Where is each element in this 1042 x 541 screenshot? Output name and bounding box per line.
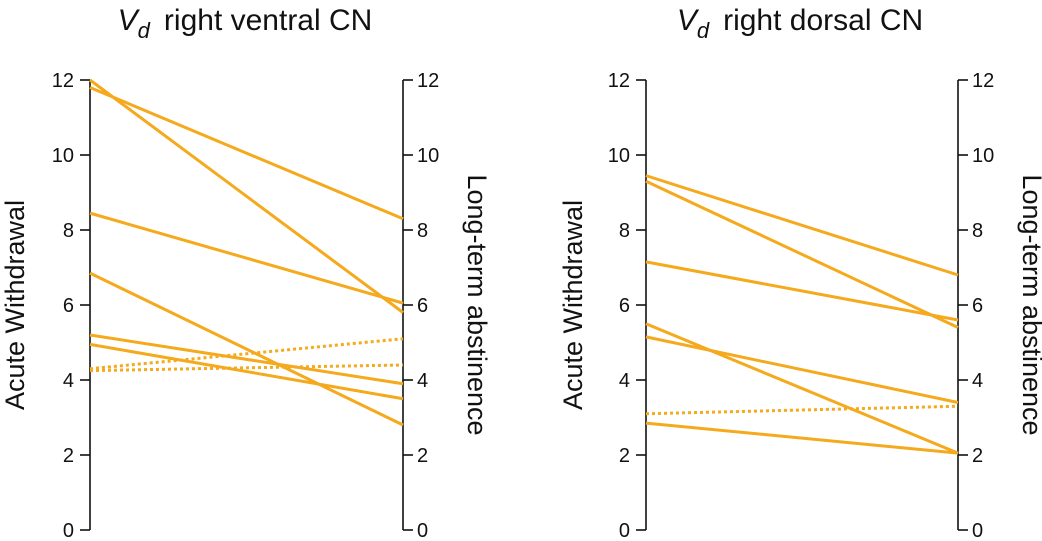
panel-ventral-series-line-4 [89, 271, 404, 427]
left-tick-label: 10 [52, 145, 74, 167]
panel-dorsal-series-line-7 [645, 404, 959, 416]
right-tick-label: 0 [972, 520, 983, 541]
left-tick-label: 10 [608, 145, 630, 167]
left-tick-label: 4 [619, 370, 630, 392]
left-tick-label: 8 [619, 220, 630, 242]
left-tick-label: 2 [619, 445, 630, 467]
panel-dorsal-title-text: right dorsal CN [723, 4, 923, 37]
panel-dorsal-series-line-4 [645, 322, 959, 455]
left-tick-label: 6 [619, 295, 630, 317]
panel-dorsal-series-line-5 [645, 335, 959, 404]
panel-ventral-title-text: right ventral CN [164, 4, 372, 37]
panel-dorsal-left-axis-label: Acute Withdrawal [558, 200, 588, 410]
right-tick-label: 10 [972, 145, 994, 167]
panel-ventral-title-subscript: d [138, 18, 151, 43]
panel-ventral-left-axis-label: Acute Withdrawal [0, 200, 30, 410]
panel-dorsal-title-subscript: d [697, 18, 710, 43]
panel-ventral-series-line-7 [89, 337, 404, 371]
right-tick-label: 10 [417, 145, 439, 167]
panel-ventral-series-line-3 [89, 211, 404, 305]
right-tick-label: 8 [417, 220, 428, 242]
panel-dorsal-series-line-2 [645, 179, 959, 329]
panel-ventral-series-line-5 [89, 333, 404, 386]
panel-ventral-series-line-1 [89, 78, 404, 314]
right-tick-label: 6 [972, 295, 983, 317]
right-tick-label: 2 [417, 445, 428, 467]
left-tick-label: 0 [63, 520, 74, 541]
left-tick-label: 4 [63, 370, 74, 392]
panel-dorsal-title-symbol: V [677, 4, 700, 37]
right-tick-label: 6 [417, 295, 428, 317]
right-tick-label: 0 [417, 520, 428, 541]
panel-ventral-title-symbol: V [118, 4, 141, 37]
panel-dorsal-lines [645, 174, 959, 455]
panel-ventral-series-line-2 [89, 86, 404, 221]
right-tick-label: 12 [417, 70, 439, 92]
panel-dorsal-right-axis-label: Long-term abstinence [1017, 174, 1042, 435]
right-tick-label: 4 [972, 370, 983, 392]
panel-dorsal-series-line-6 [645, 421, 959, 455]
panel-dorsal-axes: 0 0 2 2 4 4 6 6 8 8 10 10 12 12 [608, 70, 995, 541]
right-tick-label: 2 [972, 445, 983, 467]
panel-ventral-title: Vd right ventral CN [118, 4, 373, 43]
left-tick-label: 6 [63, 295, 74, 317]
right-tick-label: 4 [417, 370, 428, 392]
left-tick-label: 0 [619, 520, 630, 541]
panel-ventral-series-line-8 [89, 363, 404, 373]
panel-dorsal-series-line-1 [645, 174, 959, 277]
panel-dorsal: Vd right dorsal CN Acute Withdrawal Long-… [558, 4, 1042, 541]
left-tick-label: 2 [63, 445, 74, 467]
panel-ventral-series-line-6 [89, 342, 404, 401]
panel-ventral: Vd right ventral CN Acute Withdrawal Long… [0, 4, 492, 541]
panel-dorsal-series-line-3 [645, 260, 959, 322]
right-tick-label: 12 [972, 70, 994, 92]
panel-ventral-right-axis-label: Long-term abstinence [462, 174, 492, 435]
right-tick-label: 8 [972, 220, 983, 242]
panel-ventral-lines [89, 78, 404, 427]
panel-ventral-axes: 0 0 2 2 4 4 6 6 8 8 10 10 12 12 [52, 70, 440, 541]
left-tick-label: 12 [52, 70, 74, 92]
panel-dorsal-title: Vd right dorsal CN [677, 4, 923, 43]
left-tick-label: 12 [608, 70, 630, 92]
left-tick-label: 8 [63, 220, 74, 242]
